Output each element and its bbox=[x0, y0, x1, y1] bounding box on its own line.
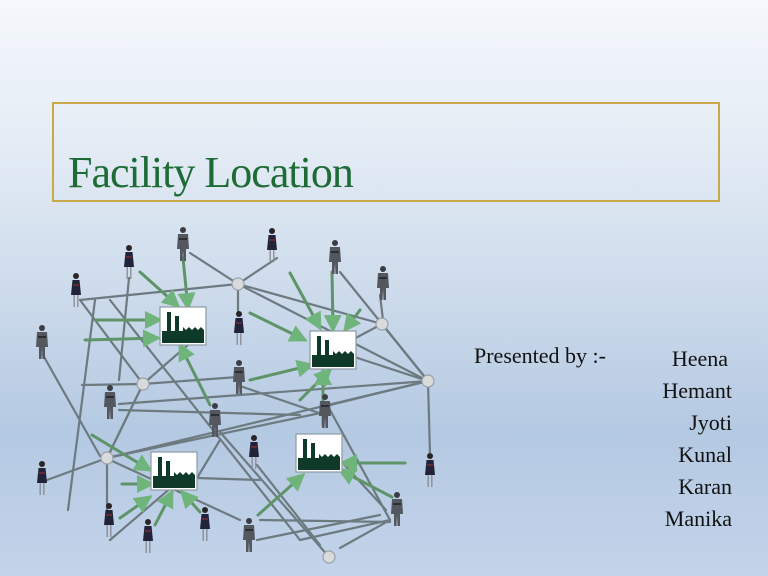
hub-node-icon bbox=[136, 377, 150, 391]
assignment-arrow bbox=[118, 495, 153, 520]
hub-node-icon bbox=[421, 374, 435, 388]
hub-node-icon bbox=[375, 317, 389, 331]
woman-figure-icon bbox=[199, 506, 211, 542]
woman-figure-icon bbox=[123, 244, 135, 280]
connection-line bbox=[255, 463, 322, 547]
woman-figure-icon bbox=[266, 227, 278, 263]
assignment-arrow bbox=[343, 308, 362, 333]
factory-icon bbox=[309, 330, 357, 370]
assignment-arrow bbox=[337, 468, 394, 499]
connection-line bbox=[426, 379, 432, 457]
connection-line bbox=[328, 379, 430, 407]
man-figure-icon bbox=[328, 239, 342, 275]
connection-line bbox=[117, 379, 430, 406]
connection-line bbox=[195, 476, 262, 482]
assignment-arrow bbox=[83, 329, 161, 348]
connection-lines bbox=[41, 251, 432, 559]
assignment-arrow bbox=[138, 270, 181, 309]
presenter-name: Karan bbox=[678, 474, 732, 499]
connection-line bbox=[78, 282, 240, 302]
presenter-name: Manika bbox=[664, 506, 732, 531]
assignment-arrows bbox=[83, 256, 407, 527]
presented-by-label: Presented by :- bbox=[474, 343, 606, 368]
factory-icon bbox=[159, 306, 207, 346]
assignment-arrow bbox=[248, 359, 315, 382]
connection-line bbox=[66, 298, 97, 512]
assignment-arrow bbox=[256, 473, 306, 517]
connection-line bbox=[238, 384, 327, 417]
woman-figure-icon bbox=[248, 434, 260, 470]
woman-figure-icon bbox=[70, 272, 82, 308]
woman-figure-icon bbox=[424, 452, 436, 488]
assignment-arrow bbox=[248, 311, 308, 342]
presenter-name: Heena bbox=[671, 346, 728, 371]
woman-figure-icon bbox=[36, 460, 48, 496]
assignment-arrow bbox=[178, 342, 212, 407]
connection-line bbox=[298, 518, 392, 542]
connection-line bbox=[41, 353, 102, 458]
title-box: Facility Location bbox=[52, 102, 720, 202]
assignment-arrow bbox=[153, 489, 174, 527]
hub-node-icon bbox=[231, 277, 245, 291]
woman-figure-icon bbox=[103, 502, 115, 538]
presenter-name: Jyoti bbox=[689, 410, 732, 435]
connection-line bbox=[78, 298, 145, 386]
connection-line bbox=[141, 375, 240, 386]
factory-icon bbox=[150, 451, 198, 491]
connection-line bbox=[45, 456, 109, 482]
presenter-name: Hemant bbox=[662, 378, 732, 403]
assignment-arrow bbox=[323, 270, 342, 333]
connection-line bbox=[236, 256, 279, 286]
hub-node-icon bbox=[100, 451, 114, 465]
assignment-arrow bbox=[179, 489, 202, 514]
connection-line bbox=[117, 408, 302, 417]
assignment-arrow bbox=[288, 271, 322, 331]
slide-title: Facility Location bbox=[68, 148, 354, 197]
presenter-name: Kunal bbox=[678, 442, 732, 467]
connection-line bbox=[328, 408, 392, 522]
factory-icon bbox=[295, 433, 343, 473]
man-figure-icon bbox=[176, 226, 190, 262]
connection-line bbox=[218, 430, 331, 559]
connection-line bbox=[338, 458, 388, 512]
connection-line bbox=[338, 518, 392, 550]
connection-line bbox=[80, 382, 145, 387]
woman-figure-icon bbox=[142, 518, 154, 554]
presenter-list: Heena Hemant Jyoti Kunal Karan Manika bbox=[662, 343, 732, 535]
man-figure-icon bbox=[376, 265, 390, 301]
woman-figure-icon bbox=[233, 310, 245, 346]
connection-line bbox=[258, 518, 392, 524]
connection-line bbox=[188, 251, 240, 286]
man-figure-icon bbox=[103, 384, 117, 420]
connection-line bbox=[108, 298, 302, 542]
connection-line bbox=[255, 513, 382, 542]
assignment-arrow bbox=[90, 433, 153, 472]
connection-line bbox=[105, 382, 145, 460]
man-figure-icon bbox=[35, 324, 49, 360]
hub-nodes bbox=[100, 277, 435, 564]
customer-figures bbox=[35, 226, 436, 554]
connection-line bbox=[380, 322, 430, 383]
man-figure-icon bbox=[232, 359, 246, 395]
connection-line bbox=[195, 438, 222, 480]
hub-node-icon bbox=[322, 550, 336, 564]
man-figure-icon bbox=[242, 517, 256, 553]
man-figure-icon bbox=[318, 393, 332, 429]
assignment-arrow bbox=[177, 256, 196, 311]
